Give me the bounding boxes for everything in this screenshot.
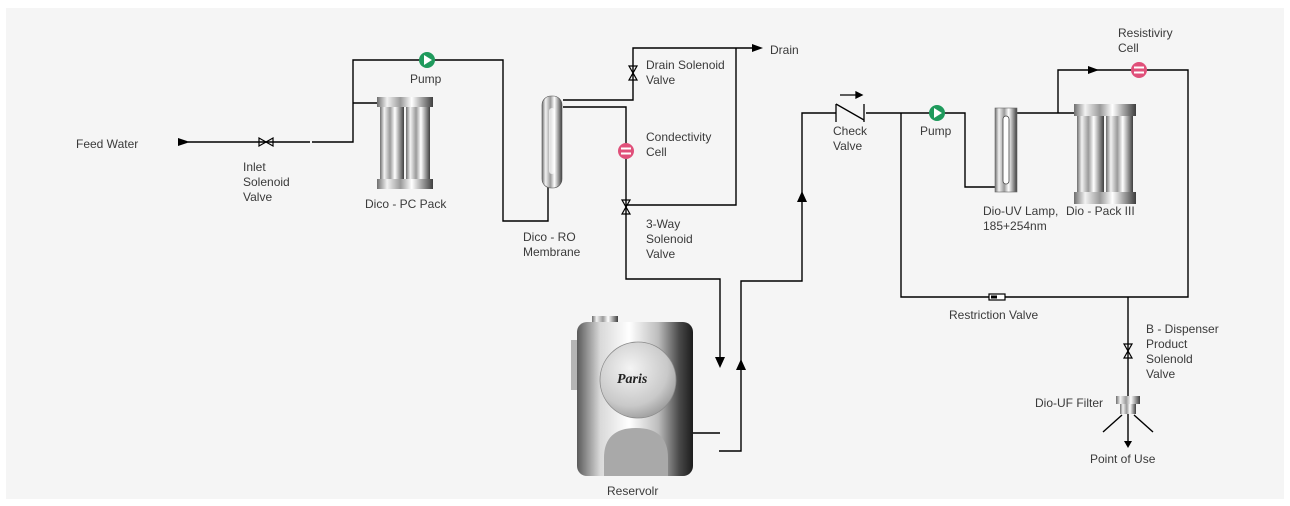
cartridge-filter-icon xyxy=(1116,396,1140,414)
pipes xyxy=(188,47,1189,452)
reservoir-front-panel xyxy=(604,428,668,476)
label-feed-water: Feed Water xyxy=(76,137,139,151)
label-dispenser-valve: B - Dispenser Product Solenold Valve xyxy=(1146,322,1219,381)
restriction-valve-orifice xyxy=(991,295,997,299)
check-valve-arrowhead xyxy=(855,90,864,100)
ro-membrane xyxy=(541,95,563,189)
uf-filter-top xyxy=(1116,396,1140,404)
pump-icon xyxy=(419,52,435,68)
label-point-of-use: Point of Use xyxy=(1090,452,1156,466)
cell-bar-bottom xyxy=(1134,71,1144,74)
label-uf-filter: Dio-UF Filter xyxy=(1035,396,1103,410)
reservoir-side-handle xyxy=(571,340,579,390)
restriction-valve xyxy=(988,293,1006,301)
cell-bar-top xyxy=(1134,66,1144,69)
label-pump-1: Pump xyxy=(410,72,442,86)
pipe-check-to-pump xyxy=(866,112,995,188)
three-way-solenoid-valve xyxy=(620,199,632,215)
valve-top-half xyxy=(1122,343,1134,353)
label-resistivity-cell: Resistiviry Cell xyxy=(1118,26,1173,55)
arrow-point-of-use xyxy=(1124,441,1132,448)
pump-2-arrow xyxy=(934,108,942,118)
arrow-to-reservoir xyxy=(715,357,725,368)
label-reservoir: Reservolr xyxy=(607,484,659,498)
pipe-to-pump xyxy=(312,59,549,222)
flow-arrows xyxy=(178,44,1132,448)
sensor-cell-icon xyxy=(618,143,634,159)
cell-bar-bottom xyxy=(621,152,631,155)
pack-iii-cartridge-right xyxy=(1106,116,1133,192)
pump-icon xyxy=(929,105,945,121)
uv-lamp-tube xyxy=(1002,115,1010,185)
pump-1-arrow xyxy=(424,55,432,65)
label-pack-iii: Dio - Pack III xyxy=(1066,204,1135,218)
arrow-drain xyxy=(752,44,763,52)
label-pump-2: Pump xyxy=(920,124,952,138)
valve-top-half xyxy=(620,199,632,209)
uf-filter-body xyxy=(1120,404,1136,414)
valve-top-half xyxy=(627,65,639,75)
valve-bottom-half xyxy=(627,71,639,81)
pipe-drain-return xyxy=(626,48,737,206)
cell-bar-top xyxy=(621,147,631,150)
drain-solenoid-valve xyxy=(627,65,639,81)
label-drain: Drain xyxy=(770,43,799,57)
pc-pack-top-cap xyxy=(377,97,433,107)
check-valve-flap xyxy=(835,103,865,121)
flow-diagram xyxy=(178,44,1189,476)
tank-icon xyxy=(571,316,693,476)
spray-right xyxy=(1133,414,1154,433)
label-pc-pack: Dico - PC Pack xyxy=(365,197,447,211)
inlet-solenoid-valve xyxy=(258,136,274,148)
valve-right-half xyxy=(264,136,274,148)
pack-iii-top-cap xyxy=(1074,104,1136,116)
pc-pack-cartridge-left xyxy=(380,107,404,179)
spray-left xyxy=(1102,414,1123,433)
pack-iii-bottom-cap xyxy=(1074,192,1136,204)
arrow-reservoir-return xyxy=(736,359,746,370)
pipe-to-resistivity xyxy=(1057,69,1189,298)
valve-left-half xyxy=(258,136,268,148)
valve-bottom-half xyxy=(620,205,632,215)
dispenser-solenoid-valve xyxy=(1122,343,1134,359)
pc-pack-cartridge-right xyxy=(406,107,430,179)
pipe-reservoir-return xyxy=(719,196,803,452)
label-restriction-valve: Restriction Valve xyxy=(949,308,1039,322)
sensor-cell-icon xyxy=(1131,62,1147,78)
conductivity-cell-body xyxy=(618,143,634,159)
reservoir-badge xyxy=(599,341,677,419)
pipe-ro-to-cell xyxy=(563,106,721,357)
resistivity-cell-body xyxy=(1131,62,1147,78)
pack-iii-filter xyxy=(1074,104,1136,204)
uv-lamp xyxy=(994,107,1018,193)
reservoir-brand-logo: Paris xyxy=(617,372,648,387)
diagram-panel: Feed Water Inlet Solenoid Valve Pump Dic… xyxy=(6,8,1284,499)
check-valve xyxy=(835,90,865,122)
label-uv-lamp: Dio-UV Lamp, 185+254nm xyxy=(983,204,1059,233)
arrow-feed xyxy=(178,138,190,146)
reservoir-cap xyxy=(592,316,618,326)
pc-pack-bottom-cap xyxy=(377,179,433,189)
arrow-up-to-check xyxy=(797,191,807,202)
label-check-valve: Check Valve xyxy=(833,124,868,153)
valve-bottom-half xyxy=(1122,349,1134,359)
arrow-resistivity xyxy=(1088,66,1099,74)
label-ro-membrane: Dico - RO Membrane xyxy=(523,230,581,259)
label-inlet-solenoid-valve: Inlet Solenoid Valve xyxy=(243,160,290,204)
pipe-to-check-valve xyxy=(801,112,836,196)
pack-iii-cartridge-left xyxy=(1077,116,1104,192)
label-3-way-solenoid-valve: 3-Way Solenoid Valve xyxy=(646,217,693,261)
label-drain-solenoid-valve: Drain Solenoid Valve xyxy=(646,58,725,87)
pc-pack-filter xyxy=(377,97,433,189)
ro-membrane-highlight xyxy=(549,108,555,174)
label-conductivity-cell: Condectivity Cell xyxy=(646,130,712,159)
pipe-recirc xyxy=(900,113,1128,298)
